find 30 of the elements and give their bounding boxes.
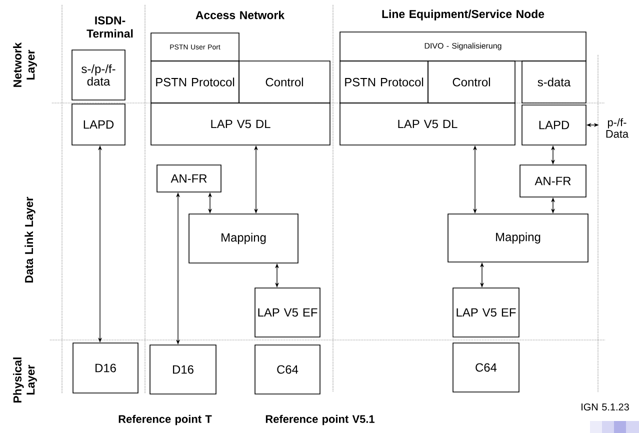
protocol-box: LAP V5 EF — [254, 288, 320, 338]
protocol-box: LAPD — [72, 104, 126, 146]
column-heading: Line Equipment/Service Node — [382, 10, 544, 20]
layer-label: Network Layer — [13, 42, 37, 87]
protocol-box: PSTN Protocol — [150, 60, 240, 104]
protocol-box: s-data — [522, 60, 586, 104]
layer-label: Physical Layer — [13, 358, 37, 402]
protocol-box: D16 — [72, 342, 138, 394]
column-heading: Access Network — [196, 10, 285, 20]
protocol-box: Mapping — [188, 214, 298, 264]
reference-label: Reference point T — [118, 414, 212, 426]
bare-text: p-/f- Data — [606, 118, 629, 138]
protocol-box: C64 — [254, 344, 320, 394]
reference-label: Reference point V5.1 — [266, 414, 374, 426]
protocol-box: Mapping — [448, 214, 588, 262]
column-heading: ISDN- Terminal — [86, 16, 133, 38]
protocol-box: D16 — [150, 344, 216, 394]
layer-label: Data Link Layer — [24, 196, 36, 283]
page-number: IGN 5.1.23 — [582, 403, 629, 411]
protocol-box: LAPD — [522, 104, 586, 146]
protocol-box: LAP V5 DL — [150, 102, 330, 146]
protocol-box: C64 — [452, 342, 520, 392]
protocol-box: AN-FR — [156, 164, 222, 192]
protocol-box: Control — [238, 60, 330, 104]
protocol-box: s-/p-/f- data — [72, 50, 126, 100]
protocol-box: Control — [428, 60, 516, 104]
protocol-box: AN-FR — [520, 164, 586, 198]
protocol-box: LAP V5 EF — [452, 288, 520, 338]
protocol-box: PSTN Protocol — [340, 60, 428, 104]
protocol-box: LAP V5 DL — [340, 102, 516, 146]
